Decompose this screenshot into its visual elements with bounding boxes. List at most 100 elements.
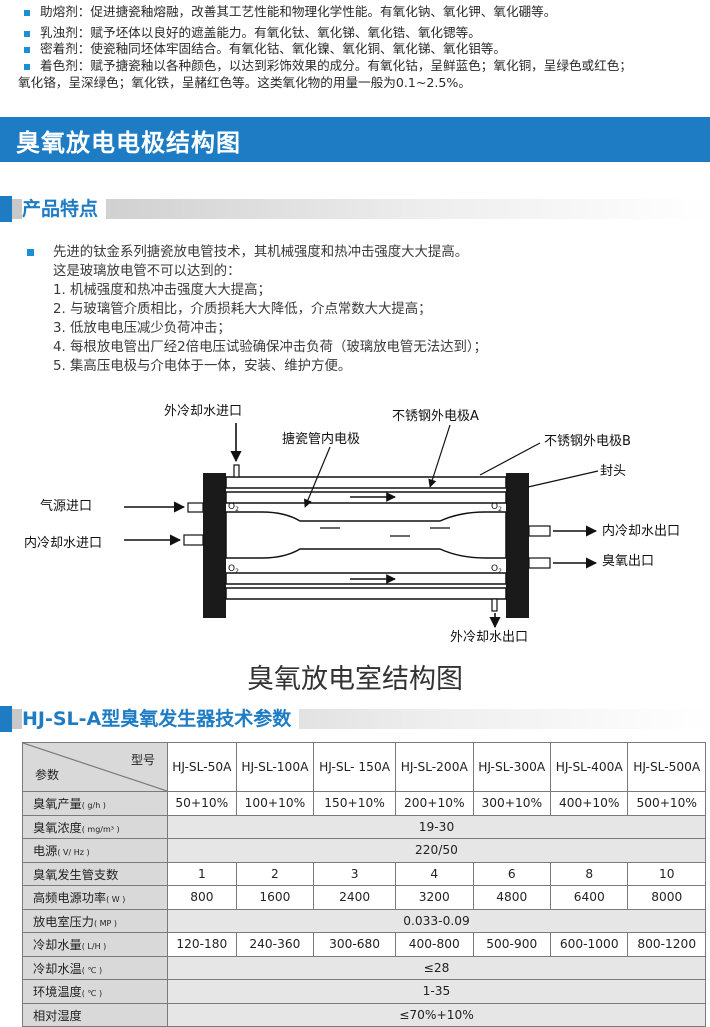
label-enamel-inner-electrode: 搪瓷管内电极 bbox=[282, 431, 360, 447]
feature-line: 5. 集高压电极与介电体于一体，安装、维护方便。 bbox=[53, 359, 352, 374]
ozone-outlet-nozzle bbox=[528, 557, 551, 569]
spec-heading: HJ-SL-A型臭氧发生器技术参数 bbox=[0, 706, 710, 732]
label-ss-outer-electrode-b: 不锈钢外电极B bbox=[544, 434, 631, 449]
list-item: 着色剂：赋予搪瓷釉以各种颜色，以达到彩饰效果的成分。有氧化钴，呈鲜蓝色；氧化铜，… bbox=[24, 58, 632, 74]
row-label-cell: 高频电源功率( W ) bbox=[22, 885, 168, 910]
bullet-icon bbox=[27, 249, 34, 256]
outer-electrode-b-bottom bbox=[225, 587, 507, 600]
leader-electrode-a bbox=[428, 424, 451, 488]
row-unit: ( g/h ) bbox=[81, 801, 106, 811]
row-unit: ( L/H ) bbox=[81, 942, 107, 952]
row-unit: ( V/ Hz ) bbox=[57, 848, 90, 858]
table-row: 环境温度( ℃ )1-35 bbox=[22, 979, 706, 1004]
merged-value-cell: 220/50 bbox=[167, 838, 706, 863]
value-cell: 50+10% bbox=[167, 791, 237, 816]
list-item: 助熔剂：促进搪瓷釉熔融，改善其工艺性能和物理化学性能。有氧化钠、氧化钾、氧化硼等… bbox=[24, 4, 556, 20]
merged-value-cell: 0.033-0.09 bbox=[167, 908, 706, 933]
label-gas-inlet: 气源进口 bbox=[40, 498, 92, 514]
table-row: 臭氧浓度( mg/m³ ) 19-30 bbox=[22, 814, 706, 839]
list-item: 密着剂：使瓷釉同坯体牢固结合。有氧化钴、氧化镍、氧化铜、氧化锑、氧化钼等。 bbox=[24, 41, 506, 57]
value-cell: 600-1000 bbox=[549, 932, 629, 957]
value-cell: 400+10% bbox=[549, 791, 629, 816]
value-cell: 6400 bbox=[549, 885, 629, 910]
row-unit: ( MP ) bbox=[93, 918, 117, 928]
value-cell: 800-1200 bbox=[627, 932, 706, 957]
value-cell: 120-180 bbox=[167, 932, 237, 957]
label-ss-outer-electrode-a: 不锈钢外电极A bbox=[392, 409, 479, 424]
model-header-cell: HJ-SL-50A bbox=[167, 742, 237, 792]
bullet-icon bbox=[24, 9, 30, 16]
row-label: 冷却水温 bbox=[33, 961, 82, 976]
feature-line: 这是玻璃放电管不可以达到的： bbox=[53, 264, 241, 279]
table-row: 电源( V/ Hz )220/50 bbox=[22, 838, 706, 863]
value-cell: 10 bbox=[627, 861, 706, 886]
value-cell: 400-800 bbox=[395, 932, 474, 957]
end-cap-right bbox=[506, 473, 529, 618]
row-label: 臭氧浓度 bbox=[33, 820, 82, 835]
value-cell: 2400 bbox=[313, 885, 397, 910]
ozone-chamber-diagram: 外冷却水进口 搪瓷管内电极 不锈钢外电极A 不锈钢外电极B 封头 气源进口 内冷… bbox=[24, 404, 680, 645]
row-label: 环境温度 bbox=[33, 985, 82, 1000]
merged-value-cell: 19-30 bbox=[167, 814, 706, 839]
label-inner-coolant-in: 内冷却水进口 bbox=[24, 535, 102, 551]
feature-line: 3. 低放电电压减少负荷冲击； bbox=[53, 321, 231, 336]
inner-coolant-in-nozzle bbox=[183, 534, 204, 546]
row-label: 冷却水量 bbox=[33, 938, 82, 953]
value-cell: 3200 bbox=[395, 885, 474, 910]
model-header-cell: HJ-SL-200A bbox=[395, 742, 474, 792]
row-unit: ( mg/m³ ) bbox=[81, 824, 120, 834]
gas-inlet-nozzle bbox=[187, 502, 204, 513]
value-cell: 4 bbox=[395, 861, 474, 886]
banner-title: 臭氧放电电极结构图 bbox=[16, 129, 241, 157]
outer-electrode-a-top bbox=[225, 491, 507, 504]
row-label: 臭氧发生管支数 bbox=[33, 867, 119, 882]
row-unit: ( W ) bbox=[106, 895, 126, 905]
heading-accent-bar bbox=[0, 706, 12, 732]
features-title: 产品特点 bbox=[22, 196, 107, 222]
model-header-cell: HJ-SL- 150A bbox=[313, 742, 397, 792]
value-cell: 3 bbox=[313, 861, 397, 886]
value-cell: 240-360 bbox=[235, 932, 315, 957]
heading-accent-bar bbox=[0, 196, 12, 222]
row-label: 相对湿度 bbox=[33, 1008, 82, 1023]
value-cell: 8 bbox=[549, 861, 629, 886]
feature-line: 4. 每根放电管出厂经2倍电压试验确保冲击负荷（玻璃放电管无法达到）； bbox=[53, 340, 487, 355]
end-cap-left bbox=[203, 473, 226, 618]
list-item: 乳浊剂：赋予坯体以良好的遮盖能力。有氧化钛、氧化锑、氧化锆、氧化锶等。 bbox=[24, 25, 481, 41]
value-cell: 500-900 bbox=[472, 932, 552, 957]
value-cell: 1 bbox=[167, 861, 237, 886]
row-label-cell: 冷却水量( L/H ) bbox=[22, 932, 168, 957]
value-cell: 4800 bbox=[472, 885, 552, 910]
model-header-cell: HJ-SL-400A bbox=[549, 742, 629, 792]
leader-end-cap bbox=[527, 470, 599, 488]
feature-line: 先进的钛金系列搪瓷放电管技术，其机械强度和热冲击强度大大提高。 bbox=[53, 245, 469, 260]
label-inner-coolant-out: 内冷却水出口 bbox=[602, 523, 680, 539]
row-label-cell: 臭氧产量( g/h ) bbox=[22, 791, 168, 816]
value-cell: 500+10% bbox=[627, 791, 706, 816]
value-cell: 200+10% bbox=[395, 791, 474, 816]
row-label-cell: 臭氧发生管支数 bbox=[22, 861, 168, 886]
inner-coolant-out-nozzle bbox=[528, 525, 551, 537]
row-label: 臭氧产量 bbox=[33, 797, 82, 812]
corner-param-label: 参数 bbox=[35, 768, 60, 782]
feature-line: 2. 与玻璃管介质相比，介质损耗大大降低，介点常数大大提高； bbox=[53, 302, 432, 317]
spec-title: HJ-SL-A型臭氧发生器技术参数 bbox=[22, 706, 300, 732]
row-label-cell: 放电室压力( MP ) bbox=[22, 908, 168, 933]
leader-electrode-b bbox=[479, 442, 541, 476]
value-cell: 150+10% bbox=[313, 791, 397, 816]
row-label: 放电室压力 bbox=[33, 914, 94, 929]
features-heading: 产品特点 bbox=[0, 196, 710, 222]
value-cell: 300+10% bbox=[472, 791, 552, 816]
value-cell: 6 bbox=[472, 861, 552, 886]
outer-electrode-a-bottom bbox=[225, 572, 507, 585]
feature-line: 1. 机械强度和热冲击强度大大提高； bbox=[53, 283, 271, 298]
value-cell: 8000 bbox=[627, 885, 706, 910]
merged-value-cell: ≤70%+10% bbox=[167, 1002, 706, 1027]
label-outer-coolant-out: 外冷却水出口 bbox=[450, 630, 528, 645]
row-label-cell: 相对湿度 bbox=[22, 1002, 168, 1027]
table-row: 冷却水温( ℃ )≤28 bbox=[22, 955, 706, 980]
